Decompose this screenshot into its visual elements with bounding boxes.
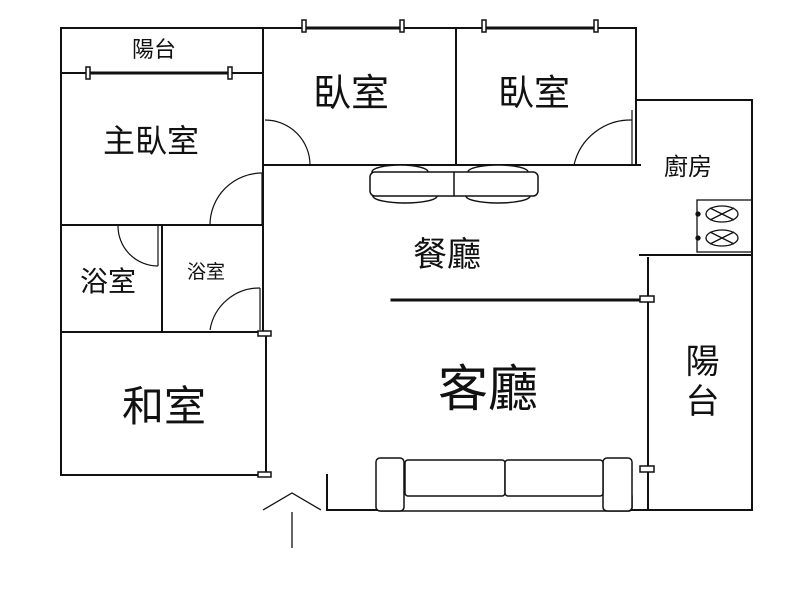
window-marker	[85, 66, 91, 80]
door-frame	[639, 465, 655, 473]
dining-table-icon	[369, 164, 539, 204]
window-marker	[399, 19, 405, 33]
door-bedroom-b	[573, 119, 633, 166]
stove-icon	[695, 199, 753, 253]
window-marker	[481, 19, 487, 33]
room-label-bedroom-b: 臥室	[498, 73, 571, 114]
room-label-bathroom-a: 浴室	[80, 265, 137, 298]
room-label-bathroom-b: 浴室	[187, 261, 226, 283]
window-marker	[301, 19, 307, 33]
wall-outer-top	[60, 27, 637, 166]
wall-outer-left	[60, 27, 266, 476]
door-bathroom-a	[117, 225, 159, 267]
door-frame	[257, 330, 272, 337]
room-label-living: 客廳	[438, 360, 538, 418]
door-bedroom-a	[264, 119, 311, 166]
door-master	[209, 172, 263, 226]
door-frame	[639, 295, 655, 303]
sofa-icon	[375, 457, 633, 512]
room-label-dining: 餐廳	[413, 235, 481, 275]
wall-kitchen	[637, 99, 753, 256]
room-label-tatami: 和室	[122, 382, 207, 431]
door-frame	[257, 471, 272, 478]
door-bathroom-b	[209, 287, 261, 331]
window-marker	[227, 66, 233, 80]
room-label-right-balcony: 陽台	[679, 343, 719, 423]
room-label-kitchen: 廚房	[664, 153, 712, 181]
room-label-master-bedroom: 主臥室	[103, 122, 200, 160]
window-marker	[593, 19, 599, 33]
room-label-bedroom-a: 臥室	[313, 71, 390, 115]
entrance-arrow-icon	[262, 492, 322, 548]
room-label-top-balcony: 陽台	[132, 38, 177, 63]
